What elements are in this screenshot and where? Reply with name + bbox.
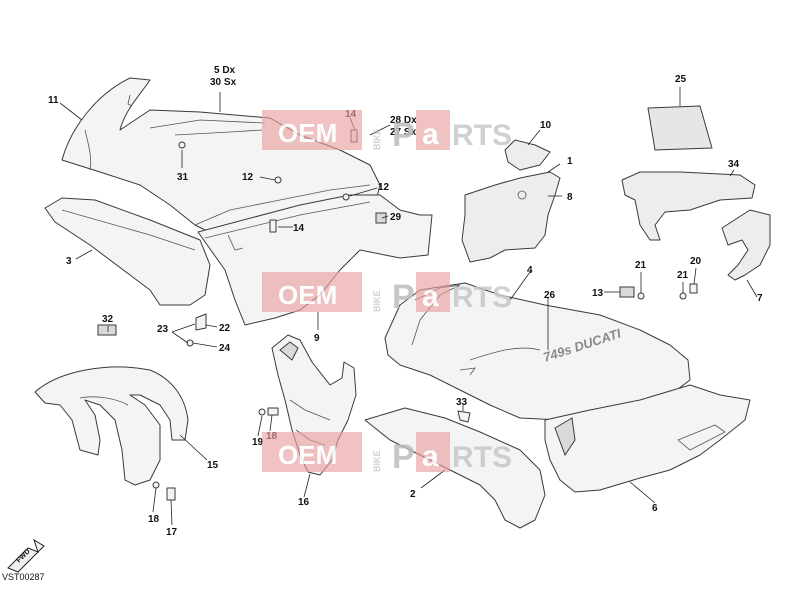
part-inner-fairing[interactable] — [197, 194, 433, 326]
watermark-side-3: BIKE — [372, 450, 382, 472]
callout-19[interactable]: 19 — [252, 437, 264, 448]
callout-3[interactable]: 3 — [66, 256, 72, 267]
watermark-p-2: P — [392, 278, 415, 316]
part-17-screw[interactable] — [166, 487, 176, 501]
part-bracket[interactable] — [721, 209, 771, 281]
callout-27[interactable]: 27 Sx — [390, 127, 417, 138]
callout-10[interactable]: 10 — [540, 120, 552, 131]
callout-7[interactable]: 7 — [757, 293, 763, 304]
callout-4[interactable]: 4 — [527, 265, 533, 276]
callout-30[interactable]: 30 Sx — [210, 77, 237, 88]
callout-26[interactable]: 26 — [544, 290, 556, 301]
callout-16[interactable]: 16 — [298, 497, 310, 508]
part-29-grommet[interactable] — [375, 212, 387, 224]
callout-33[interactable]: 33 — [456, 397, 468, 408]
callout-11[interactable]: 11 — [48, 95, 59, 106]
watermark-oem-3: OEM — [278, 440, 337, 470]
callout-23[interactable]: 23 — [157, 324, 169, 335]
watermark-bottom: OEM BIKE P a RTS — [262, 432, 512, 476]
part-12b-screw[interactable] — [342, 193, 350, 201]
watermark-side: BIKE — [372, 128, 382, 150]
part-side-fairing-right[interactable]: 749s DUCATI — [384, 282, 691, 421]
callout-21a[interactable]: 21 — [635, 260, 647, 271]
diagram-code: VST00287 — [2, 572, 45, 582]
part-heat-shield[interactable] — [461, 171, 561, 263]
watermark-middle: OEM BIKE P a RTS — [262, 272, 512, 316]
watermark-p-3: P — [392, 438, 415, 476]
callout-labels: 11 5 Dx 30 Sx 31 12 14 28 Dx 27 Sx 12 14… — [48, 65, 763, 538]
part-front-mudguard[interactable] — [34, 366, 189, 486]
watermark-oem: OEM — [278, 118, 337, 148]
callout-9[interactable]: 9 — [314, 333, 320, 344]
callout-14b[interactable]: 14 — [293, 223, 305, 234]
callout-29[interactable]: 29 — [390, 212, 402, 223]
watermark-rts-3: RTS — [452, 441, 512, 474]
part-22-screw[interactable] — [195, 313, 207, 331]
callout-28[interactable]: 28 Dx — [390, 115, 417, 126]
watermark-side-2: BIKE — [372, 290, 382, 312]
part-18-screw[interactable] — [267, 407, 279, 416]
part-32-clip[interactable] — [97, 324, 117, 336]
callout-25[interactable]: 25 — [675, 74, 687, 85]
watermark-rts-2: RTS — [452, 281, 512, 314]
callout-1[interactable]: 1 — [567, 156, 573, 167]
callout-18b[interactable]: 18 — [148, 514, 160, 525]
part-12-screw[interactable] — [274, 176, 282, 184]
watermark-a: a — [422, 118, 439, 151]
callout-15[interactable]: 15 — [207, 460, 219, 471]
part-belly-pan[interactable] — [544, 384, 751, 493]
part-14b-screw[interactable] — [269, 219, 277, 233]
leader-lines — [59, 87, 758, 526]
callout-12b[interactable]: 12 — [378, 182, 390, 193]
fwd-arrow-icon: FWD — [7, 538, 45, 573]
part-adhesive-pad[interactable] — [647, 105, 713, 151]
part-21b-washer[interactable] — [679, 292, 687, 300]
watermark-rts: RTS — [452, 119, 512, 152]
part-foam-pad[interactable] — [621, 171, 756, 241]
callout-12a[interactable]: 12 — [242, 172, 254, 183]
part-13-clip[interactable] — [619, 286, 635, 298]
part-small-cover[interactable] — [504, 139, 551, 171]
part-31-screw[interactable] — [178, 141, 186, 149]
watermark-p: P — [392, 116, 415, 154]
part-33-clip[interactable] — [457, 410, 471, 423]
watermark-a-3: a — [422, 440, 439, 473]
callout-24[interactable]: 24 — [219, 343, 231, 354]
callout-2[interactable]: 2 — [410, 489, 416, 500]
callout-22[interactable]: 22 — [219, 323, 231, 334]
part-side-fairing-left[interactable] — [44, 197, 211, 306]
callout-13[interactable]: 13 — [592, 288, 604, 299]
part-21-washer[interactable] — [637, 292, 645, 300]
part-19-washer[interactable] — [258, 408, 266, 416]
part-18b-washer[interactable] — [152, 481, 160, 489]
callout-5[interactable]: 5 Dx — [214, 65, 236, 76]
callout-32[interactable]: 32 — [102, 314, 114, 325]
callout-31[interactable]: 31 — [177, 172, 189, 183]
callout-21b[interactable]: 21 — [677, 270, 689, 281]
callout-8[interactable]: 8 — [567, 192, 573, 203]
part-20-screw[interactable] — [689, 283, 698, 294]
callout-34[interactable]: 34 — [728, 159, 740, 170]
callout-20[interactable]: 20 — [690, 256, 702, 267]
callout-6[interactable]: 6 — [652, 503, 658, 514]
callout-17[interactable]: 17 — [166, 527, 178, 538]
watermark-oem-2: OEM — [278, 280, 337, 310]
watermark-a-2: a — [422, 280, 439, 313]
watermark-top: OEM BIKE P a RTS — [262, 110, 512, 154]
